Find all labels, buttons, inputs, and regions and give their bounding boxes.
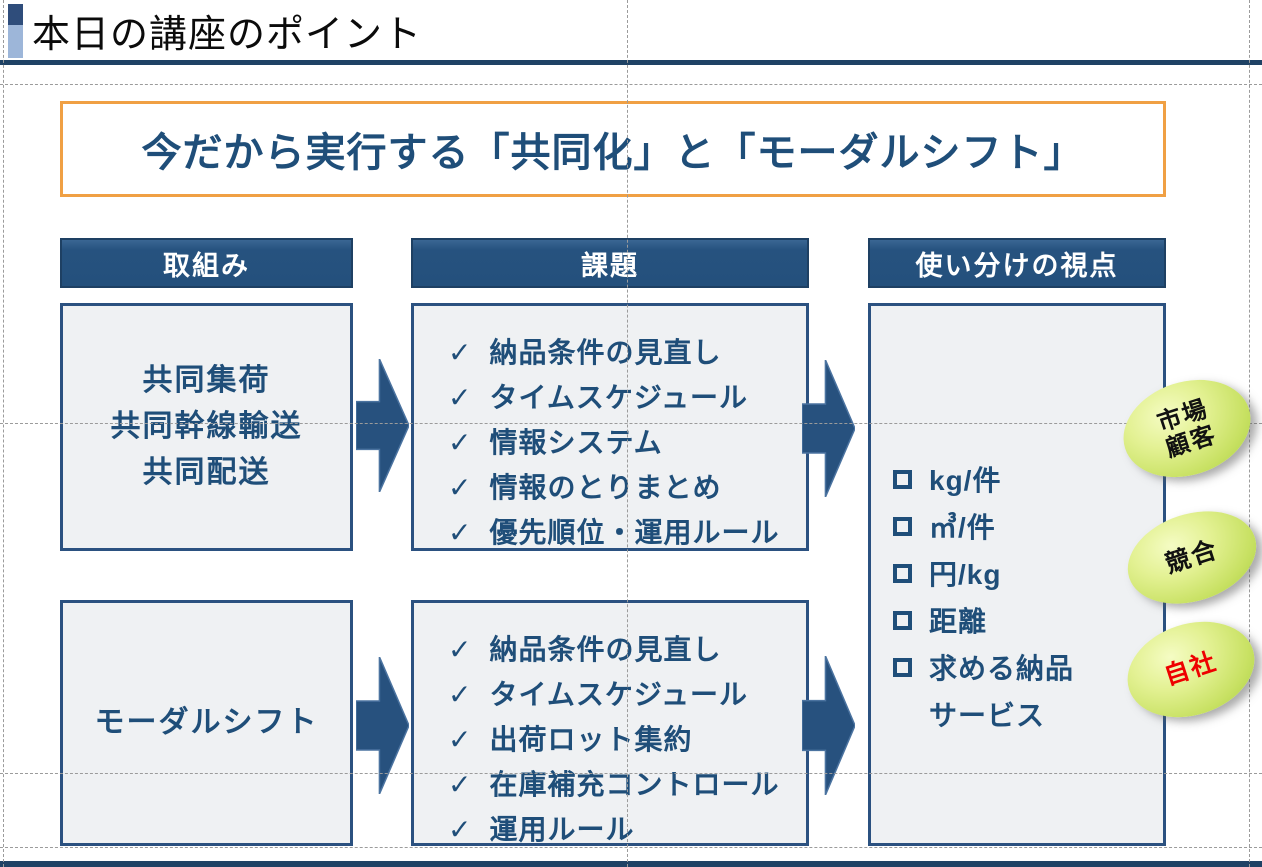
list-item-label: kg/件	[929, 465, 1002, 496]
issue-item: ✓ 情報システム	[448, 420, 779, 465]
grid-guide-vertical-center	[627, 0, 628, 867]
list-item-label: 在庫補充コントロール	[489, 769, 780, 800]
title-marker-dark-icon	[8, 4, 23, 25]
issue-item: ✓ 納品条件の見直し	[448, 627, 779, 672]
key-message-banner: 今だから実行する「共同化」と「モーダルシフト」	[60, 101, 1166, 197]
list-item-label: ㎥/件	[929, 512, 996, 543]
flow-arrow-right-icon	[356, 359, 409, 492]
list-item-label: 共同集荷	[142, 364, 271, 397]
checkbox-icon	[893, 470, 912, 489]
list-item-label: 共同幹線輸送	[110, 410, 303, 443]
metric-item: kg/件	[893, 457, 1074, 504]
title-rule	[0, 60, 1262, 65]
list-item-label: モーダルシフト	[94, 706, 319, 739]
issue-item: ✓ 出荷ロット集約	[448, 717, 779, 762]
checkbox-icon	[893, 658, 912, 677]
list-item-label: タイムスケジュール	[489, 382, 748, 413]
column-header-issues: 課題	[411, 238, 809, 288]
check-icon: ✓	[448, 382, 473, 413]
grid-guide-horizontal-4	[0, 847, 1262, 848]
check-icon: ✓	[448, 427, 473, 458]
metric-item: 円/kg	[893, 551, 1074, 598]
initiative-line: 共同配送	[143, 450, 271, 496]
metric-item: 求める納品サービス	[893, 645, 1074, 739]
initiative-box-joint-logistics: 共同集荷共同幹線輸送共同配送	[60, 303, 353, 551]
column-header-perspective: 使い分けの視点	[868, 238, 1166, 288]
list-item-label: 納品条件の見直し	[489, 337, 722, 368]
initiative-box-modal-shift: モーダルシフト	[60, 600, 353, 846]
issue-item: ✓ 在庫補充コントロール	[448, 762, 779, 807]
grid-guide-vertical-left	[3, 0, 4, 867]
list-item-label: 情報のとりまとめ	[489, 472, 722, 503]
column-header-issues-label: 課題	[581, 250, 639, 281]
issue-item: ✓ 情報のとりまとめ	[448, 465, 779, 510]
checkbox-icon	[893, 564, 912, 583]
page-title: 本日の講座のポイント	[32, 14, 423, 56]
metric-item: ㎥/件	[893, 504, 1074, 551]
check-icon: ✓	[448, 814, 473, 845]
metric-item: 距離	[893, 598, 1074, 645]
check-icon: ✓	[448, 724, 473, 755]
initiative-line: 共同幹線輸送	[111, 404, 303, 450]
list-item-label: 求める納品サービス	[929, 653, 1075, 731]
column-header-initiatives: 取組み	[60, 238, 353, 288]
badge-label: 自社	[1160, 647, 1221, 691]
grid-guide-horizontal-2	[0, 423, 1262, 424]
issue-item: ✓ 納品条件の見直し	[448, 330, 779, 375]
checkbox-icon	[893, 611, 912, 630]
checkbox-icon	[893, 517, 912, 536]
grid-guide-horizontal-1	[0, 84, 1262, 85]
key-message-text: 今だから実行する「共同化」と「モーダルシフト」	[141, 131, 1085, 175]
issue-item: ✓ タイムスケジュール	[448, 375, 779, 420]
list-item-label: 運用ルール	[489, 814, 635, 845]
list-item-label: 納品条件の見直し	[489, 634, 722, 665]
list-item-label: 優先順位・運用ルール	[489, 517, 780, 548]
title-marker-light-icon	[8, 25, 23, 58]
check-icon: ✓	[448, 472, 473, 503]
issue-item: ✓ 運用ルール	[448, 807, 779, 852]
list-item-label: 共同配送	[142, 456, 271, 489]
list-item-label: 情報システム	[489, 427, 663, 458]
initiative-line: 共同集荷	[143, 358, 271, 404]
list-item-label: 距離	[929, 606, 988, 637]
check-icon: ✓	[448, 769, 473, 800]
issue-item: ✓ タイムスケジュール	[448, 672, 779, 717]
column-header-perspective-label: 使い分けの視点	[915, 250, 1119, 281]
check-icon: ✓	[448, 337, 473, 368]
check-icon: ✓	[448, 679, 473, 710]
issues-box-joint-logistics: ✓ 納品条件の見直し ✓ タイムスケジュール ✓ 情報システム ✓ 情報のとりまとめ ✓ 優先順位…	[411, 303, 809, 551]
check-icon: ✓	[448, 634, 473, 665]
grid-guide-horizontal-3	[0, 773, 1262, 774]
bottom-rule	[0, 861, 1262, 867]
flow-arrow-right-icon	[802, 360, 855, 497]
issue-item: ✓ 優先順位・運用ルール	[448, 510, 779, 555]
list-item-label: タイムスケジュール	[489, 679, 748, 710]
issues-box-modal-shift: ✓ 納品条件の見直し ✓ タイムスケジュール ✓ 出荷ロット集約 ✓ 在庫補充コントロール ✓ 運…	[411, 600, 809, 846]
badge-label: 市場顧客	[1153, 394, 1221, 463]
list-item-label: 出荷ロット集約	[489, 724, 693, 755]
badge-label: 競合	[1161, 535, 1222, 579]
check-icon: ✓	[448, 517, 473, 548]
column-header-initiatives-label: 取組み	[163, 250, 250, 281]
list-item-label: 円/kg	[929, 559, 1002, 590]
flow-arrow-right-icon	[356, 657, 409, 794]
flow-arrow-right-icon	[802, 656, 855, 795]
grid-guide-vertical-right	[1249, 0, 1250, 867]
initiative-line: モーダルシフト	[95, 700, 319, 746]
